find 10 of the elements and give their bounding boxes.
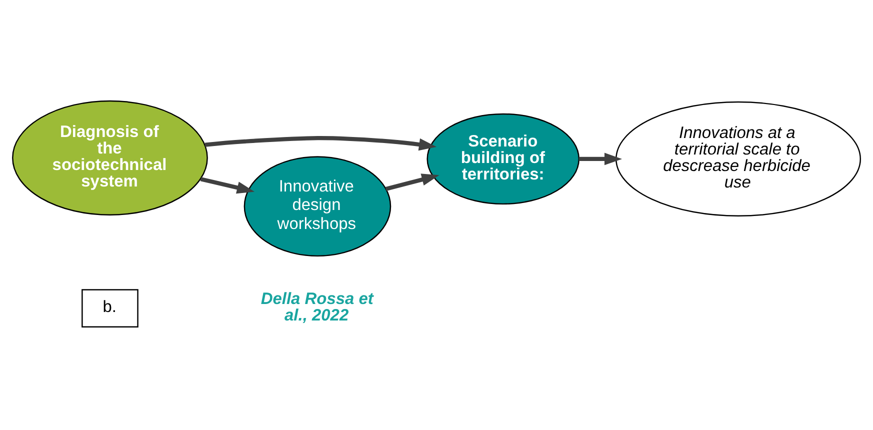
node-ellipse: Scenario building of territories: xyxy=(426,113,580,205)
node-box: b. xyxy=(82,289,138,328)
node-ellipse: Innovations at a territorial scale to descrease herbicide use xyxy=(616,101,862,217)
node-ellipse: Diagnosis of the sociotechnical system xyxy=(12,100,208,216)
arrow xyxy=(578,152,622,166)
label: Della Rossa et al., 2022 xyxy=(260,290,374,324)
arrow xyxy=(200,177,254,194)
node-ellipse: Innovative design workshops xyxy=(244,156,392,257)
arrow xyxy=(204,136,437,151)
arrow xyxy=(385,174,440,191)
